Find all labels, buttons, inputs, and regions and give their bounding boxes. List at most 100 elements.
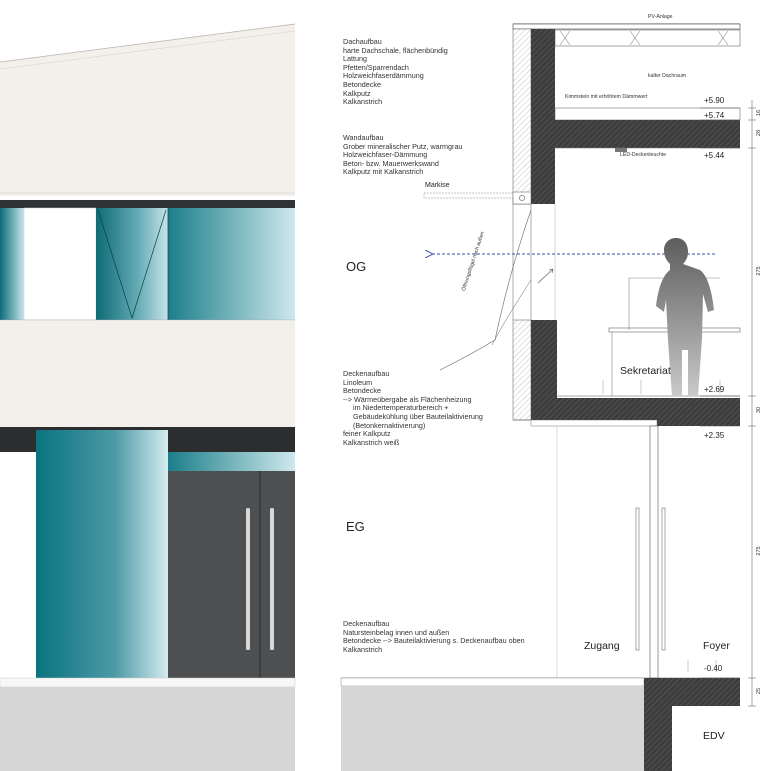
ceiling-note-lines: Linoleum Betondecke --> Wärmeübergabe al… [343, 378, 483, 447]
dim-28: 28 [756, 129, 762, 137]
led-light [615, 148, 627, 152]
person-silhouette [656, 238, 714, 396]
door-handle-right[interactable] [270, 508, 274, 650]
outdoor-paving [340, 677, 645, 687]
heating-arrows [602, 380, 721, 394]
wall-insulation-slab [512, 319, 532, 421]
roof-edge-line [0, 23, 296, 63]
og-window-opening [23, 207, 97, 321]
note-line: Beton- bzw. Mauerwerkswand [343, 158, 439, 168]
note-line: Betondecke [343, 79, 381, 89]
room-foyer: Foyer [703, 640, 730, 652]
note-line: Kalkanstrich weiß [343, 437, 400, 447]
note-line: Grober mineralischer Putz, warmgrau [343, 141, 463, 151]
note-line: Kalkanstrich [343, 97, 383, 107]
floor-note-title: Deckenaufbau [343, 619, 390, 628]
note-line: im Niedertemperaturbereich + [352, 403, 449, 413]
ceiling-note-title: Deckenaufbau [343, 369, 390, 378]
note-line: --> Wärmeübergabe als Flächenheizung [343, 394, 472, 404]
slab-plaster-band [0, 321, 295, 427]
roof-note-title: Dachaufbau [343, 37, 382, 46]
note-line: harte Dachschale, flächenbündig [343, 45, 448, 55]
level-5-44: +5.44 [704, 151, 725, 160]
led-label: LED-Deckenleuchte [620, 152, 667, 158]
og-ceiling-slab [531, 120, 740, 148]
room-edv: EDV [703, 730, 725, 742]
roof-note-lines: harte Dachschale, flächenbündig Lattung … [343, 46, 448, 107]
note-line: Pfetten/Sparrendach [343, 62, 409, 72]
eg-floor-slab [644, 678, 740, 706]
level-5-90: +5.90 [704, 96, 725, 105]
eg-floor-label: EG [346, 519, 365, 534]
dim-275-eg: 275 [756, 546, 762, 556]
door-handle-section-left [635, 507, 640, 651]
kimmstein-label: Kimmstein mit erhöhtem Dämmwert [565, 94, 648, 100]
shade-box [0, 200, 295, 208]
wall-buildup-note: Wandaufbau Grober mineralischer Putz, wa… [343, 133, 462, 177]
markise-label: Markise [425, 182, 450, 189]
basement-room [672, 706, 740, 771]
level-5-74: +5.74 [704, 111, 725, 120]
airflow-arrow [537, 268, 554, 284]
markise-box [512, 191, 532, 205]
rafter-crosses [559, 30, 729, 46]
note-line: Kalkanstrich [343, 644, 383, 654]
room-sekretariat: Sekretariat [620, 365, 671, 377]
dimension-chain [748, 100, 756, 707]
room-zugang: Zugang [584, 640, 620, 652]
level-markers [700, 107, 740, 679]
note-line: Linoleum [343, 377, 373, 387]
ground-fill [0, 687, 295, 771]
og-window-left [0, 208, 24, 320]
floor-note-lines: Natursteinbelag innen und außen Betondec… [343, 628, 525, 654]
og-floor-label: OG [346, 259, 367, 274]
cold-attic-label: kalter Dachraum [648, 73, 687, 79]
eg-left-wall [0, 452, 36, 678]
pv-panel-strip [512, 23, 741, 30]
og-window-right [168, 208, 295, 320]
eg-glass-pillar [36, 430, 168, 678]
rafter-layer [554, 29, 741, 47]
roof-buildup-note: Dachaufbau harte Dachschale, flächenbünd… [343, 37, 448, 107]
pv-label: PV-Anlage [648, 14, 673, 20]
floor-buildup-note: Deckenaufbau Natursteinbelag innen und a… [343, 619, 525, 654]
upper-plaster-wall [0, 24, 295, 196]
dim-25: 25 [756, 687, 762, 695]
facade-elevation [0, 23, 296, 771]
wall-note-lines: Grober mineralischer Putz, warmgrau Holz… [343, 142, 462, 177]
wall-insulation-og [512, 28, 532, 205]
ground-section [341, 686, 644, 771]
eg-transom-window [168, 452, 295, 471]
sash-swing-arc [439, 209, 532, 371]
note-line: Betondecke [343, 386, 381, 396]
dim-275-og: 275 [756, 266, 762, 276]
door-handle-left[interactable] [246, 508, 250, 650]
eg-facade-post [649, 425, 659, 679]
note-line: Natursteinbelag innen und außen [343, 627, 450, 637]
level-2-35: +2.35 [704, 431, 725, 440]
level-2-69: +2.69 [704, 385, 725, 394]
og-window-center [96, 208, 168, 320]
note-line: (Betonkernaktivierung) [352, 420, 426, 430]
wall-concrete-og [531, 29, 555, 204]
level-minus-0-40: -0.40 [704, 664, 723, 673]
basement-wall [644, 706, 672, 771]
dim-30: 30 [756, 406, 762, 414]
note-line: Gebäudekühlung über Bauteilaktivierung [352, 411, 483, 421]
ceiling-buildup-note: Deckenaufbau Linoleum Betondecke --> Wär… [343, 369, 483, 447]
markise-line [423, 192, 514, 199]
opening-sash-mark [97, 209, 167, 320]
wall-note-title: Wandaufbau [343, 133, 384, 142]
wall-concrete-slab [531, 320, 557, 400]
note-line: Betondecke --> Bauteilaktivierung s. Dec… [343, 636, 525, 646]
note-line: Kalkputz [343, 88, 371, 98]
door-handle-section-right [661, 507, 666, 651]
note-line: Kalkputz mit Kalkanstrich [343, 167, 424, 177]
note-line: Holzweichfaserdämmung [343, 71, 424, 81]
note-line: Holzweichfaser-Dämmung [343, 150, 428, 160]
dim-16: 16 [756, 109, 762, 117]
note-line: feiner Kalkputz [343, 429, 391, 439]
roof-eave-line [0, 30, 296, 70]
